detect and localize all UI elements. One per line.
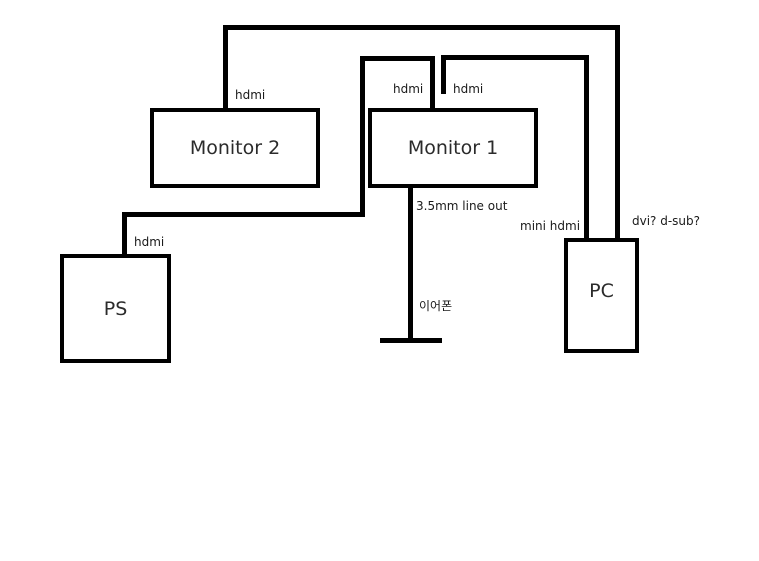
wire-monitor2-pc-dvi-vertical-left xyxy=(223,25,228,109)
wire-ps-monitor1-horizontal-top xyxy=(360,56,435,61)
pc-mini-hdmi-label: mini hdmi xyxy=(520,219,581,233)
monitor1-box: Monitor 1 xyxy=(368,108,538,188)
ps-hdmi-label: hdmi xyxy=(134,235,165,249)
earphones-label: 이어폰 xyxy=(419,299,453,313)
wire-monitor2-pc-dvi-vertical-right xyxy=(615,25,620,239)
pc-dvi-label: dvi? d-sub? xyxy=(632,214,701,228)
pc-label: PC xyxy=(589,279,614,302)
wire-monitor2-pc-dvi-horizontal xyxy=(223,25,620,30)
earphones-base-bar xyxy=(380,338,442,343)
wire-monitor1-earphones-vertical xyxy=(408,187,413,340)
wire-ps-monitor1-vertical-ps xyxy=(122,212,127,255)
monitor1-label: Monitor 1 xyxy=(407,137,499,159)
monitor1-audio-out-label: 3.5mm line out xyxy=(416,199,508,213)
monitor1-hdmi-left-label: hdmi xyxy=(393,82,424,96)
wire-pc-monitor1-horizontal xyxy=(441,55,589,60)
monitor2-box: Monitor 2 xyxy=(150,108,320,188)
monitor2-hdmi-label: hdmi xyxy=(235,88,266,102)
ps-box: PS xyxy=(60,254,171,363)
monitor2-label: Monitor 2 xyxy=(189,137,281,159)
wire-ps-monitor1-vertical-drop xyxy=(430,56,435,109)
wire-ps-monitor1-vertical-mid xyxy=(360,56,365,217)
wire-ps-monitor1-horizontal-low xyxy=(122,212,365,217)
ps-label: PS xyxy=(103,297,128,320)
pc-box: PC xyxy=(564,238,639,353)
wire-pc-monitor1-vertical-drop xyxy=(441,55,446,94)
wire-pc-monitor1-vertical-pc xyxy=(584,55,589,239)
monitor1-hdmi-right-label: hdmi xyxy=(453,82,484,96)
